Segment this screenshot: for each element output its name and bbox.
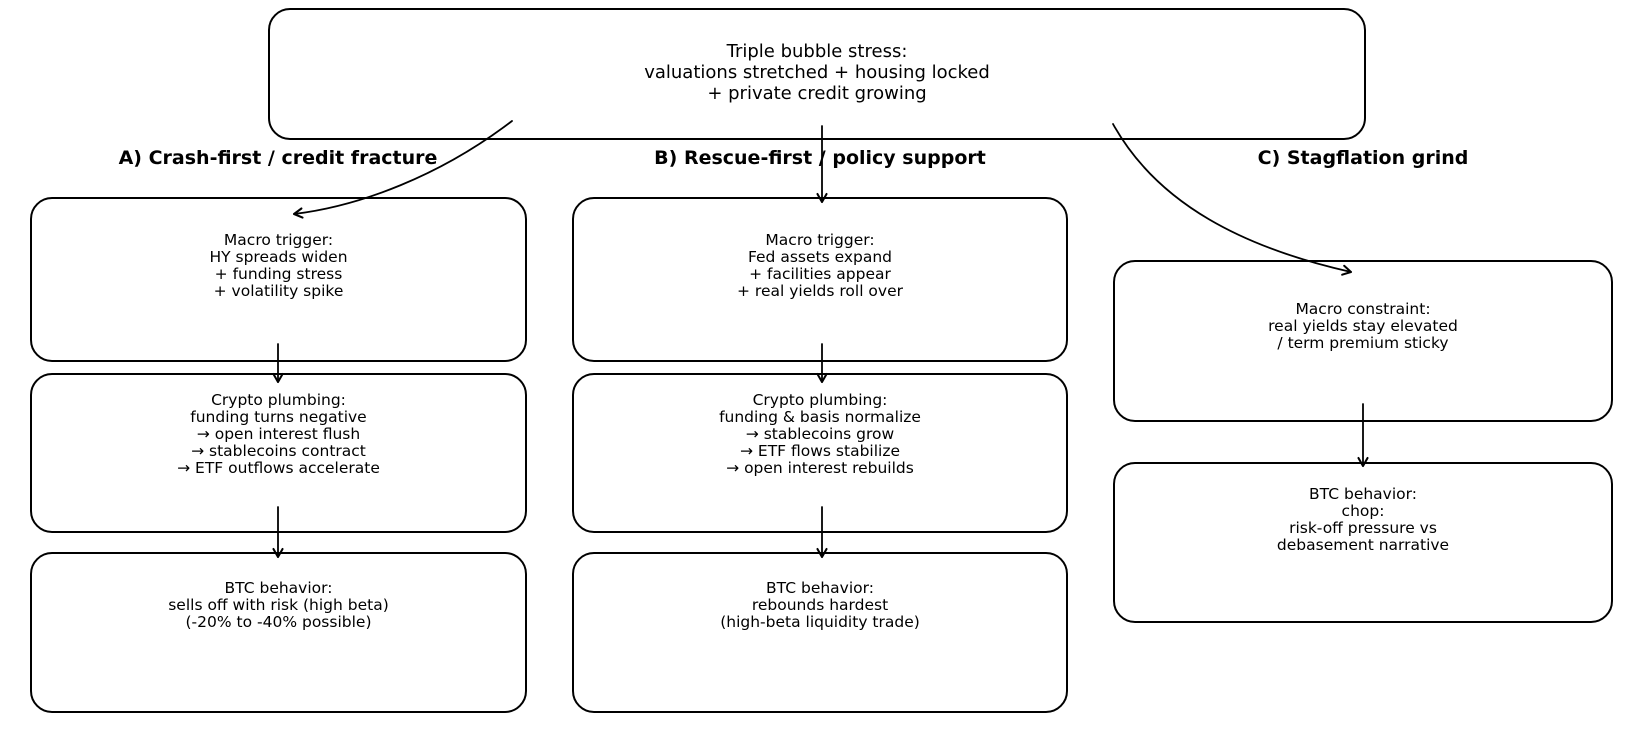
node-text-line: / term premium sticky <box>1277 333 1449 352</box>
node-text-line: funding turns negative <box>190 407 367 426</box>
node-b-crypto-plumbing: Crypto plumbing: funding & basis normali… <box>572 373 1068 533</box>
node-text-line: debasement narrative <box>1276 536 1450 554</box>
node-text-line: HY spreads widen <box>209 248 348 266</box>
node-text-line: (-20% to -40% possible) <box>185 612 372 631</box>
node-c-btc-behavior: BTC behavior: chop: risk-off pressure vs… <box>1113 462 1613 623</box>
node-text-line: → open interest rebuilds <box>726 458 914 477</box>
root-node-triple-bubble-stress: Triple bubble stress: valuations stretch… <box>268 8 1366 140</box>
node-text-line: → ETF flows stabilize <box>739 441 901 460</box>
node-text-line: Macro constraint: <box>1295 299 1431 318</box>
scenario-c-header: C) Stagflation grind <box>1257 147 1469 169</box>
node-b-btc-behavior: BTC behavior: rebounds hardest (high-bet… <box>572 552 1068 713</box>
node-text-line: sells off with risk (high beta) <box>168 595 389 614</box>
node-text-line: BTC behavior: <box>766 578 874 597</box>
node-text-line: → open interest flush <box>196 424 361 443</box>
node-text-line: real yields stay elevated <box>1268 316 1458 335</box>
node-text-line: Crypto plumbing: <box>211 390 346 409</box>
node-text-line: Crypto plumbing: <box>752 390 888 409</box>
node-text-line: + facilities appear <box>749 265 891 283</box>
node-text-line: Macro trigger: <box>765 231 875 249</box>
node-a-crypto-plumbing: Crypto plumbing: funding turns negative … <box>30 373 527 533</box>
node-a-macro-trigger: Macro trigger: HY spreads widen + fundin… <box>30 197 527 362</box>
node-text-line: Fed assets expand <box>747 248 893 266</box>
node-text-line: + funding stress <box>214 265 343 283</box>
node-text-line: → stablecoins contract <box>191 441 366 460</box>
node-text-line: → ETF outflows accelerate <box>177 458 380 477</box>
node-text-line: chop: <box>1341 502 1385 520</box>
node-b-macro-trigger: Macro trigger: Fed assets expand + facil… <box>572 197 1068 362</box>
scenario-b-header: B) Rescue-first / policy support <box>654 147 986 169</box>
node-text-line: BTC behavior: <box>224 578 333 597</box>
root-node-line: Triple bubble stress: <box>726 40 908 62</box>
root-node-line: + private credit growing <box>707 82 927 104</box>
scenario-a-header: A) Crash-first / credit fracture <box>118 147 438 169</box>
node-text-line: → stablecoins grow <box>745 424 895 443</box>
node-text-line: + volatility spike <box>213 282 344 300</box>
node-c-macro-constraint: Macro constraint: real yields stay eleva… <box>1113 260 1613 422</box>
node-text-line: BTC behavior: <box>1309 485 1417 503</box>
node-text-line: risk-off pressure vs <box>1289 519 1437 537</box>
node-text-line: funding & basis normalize <box>719 407 921 426</box>
node-text-line: Macro trigger: <box>223 231 334 249</box>
node-text-line: (high-beta liquidity trade) <box>720 612 920 631</box>
node-text-line: rebounds hardest <box>751 595 889 614</box>
node-text-line: + real yields roll over <box>737 282 903 300</box>
node-a-btc-behavior: BTC behavior: sells off with risk (high … <box>30 552 527 713</box>
root-node-line: valuations stretched + housing locked <box>644 61 990 83</box>
